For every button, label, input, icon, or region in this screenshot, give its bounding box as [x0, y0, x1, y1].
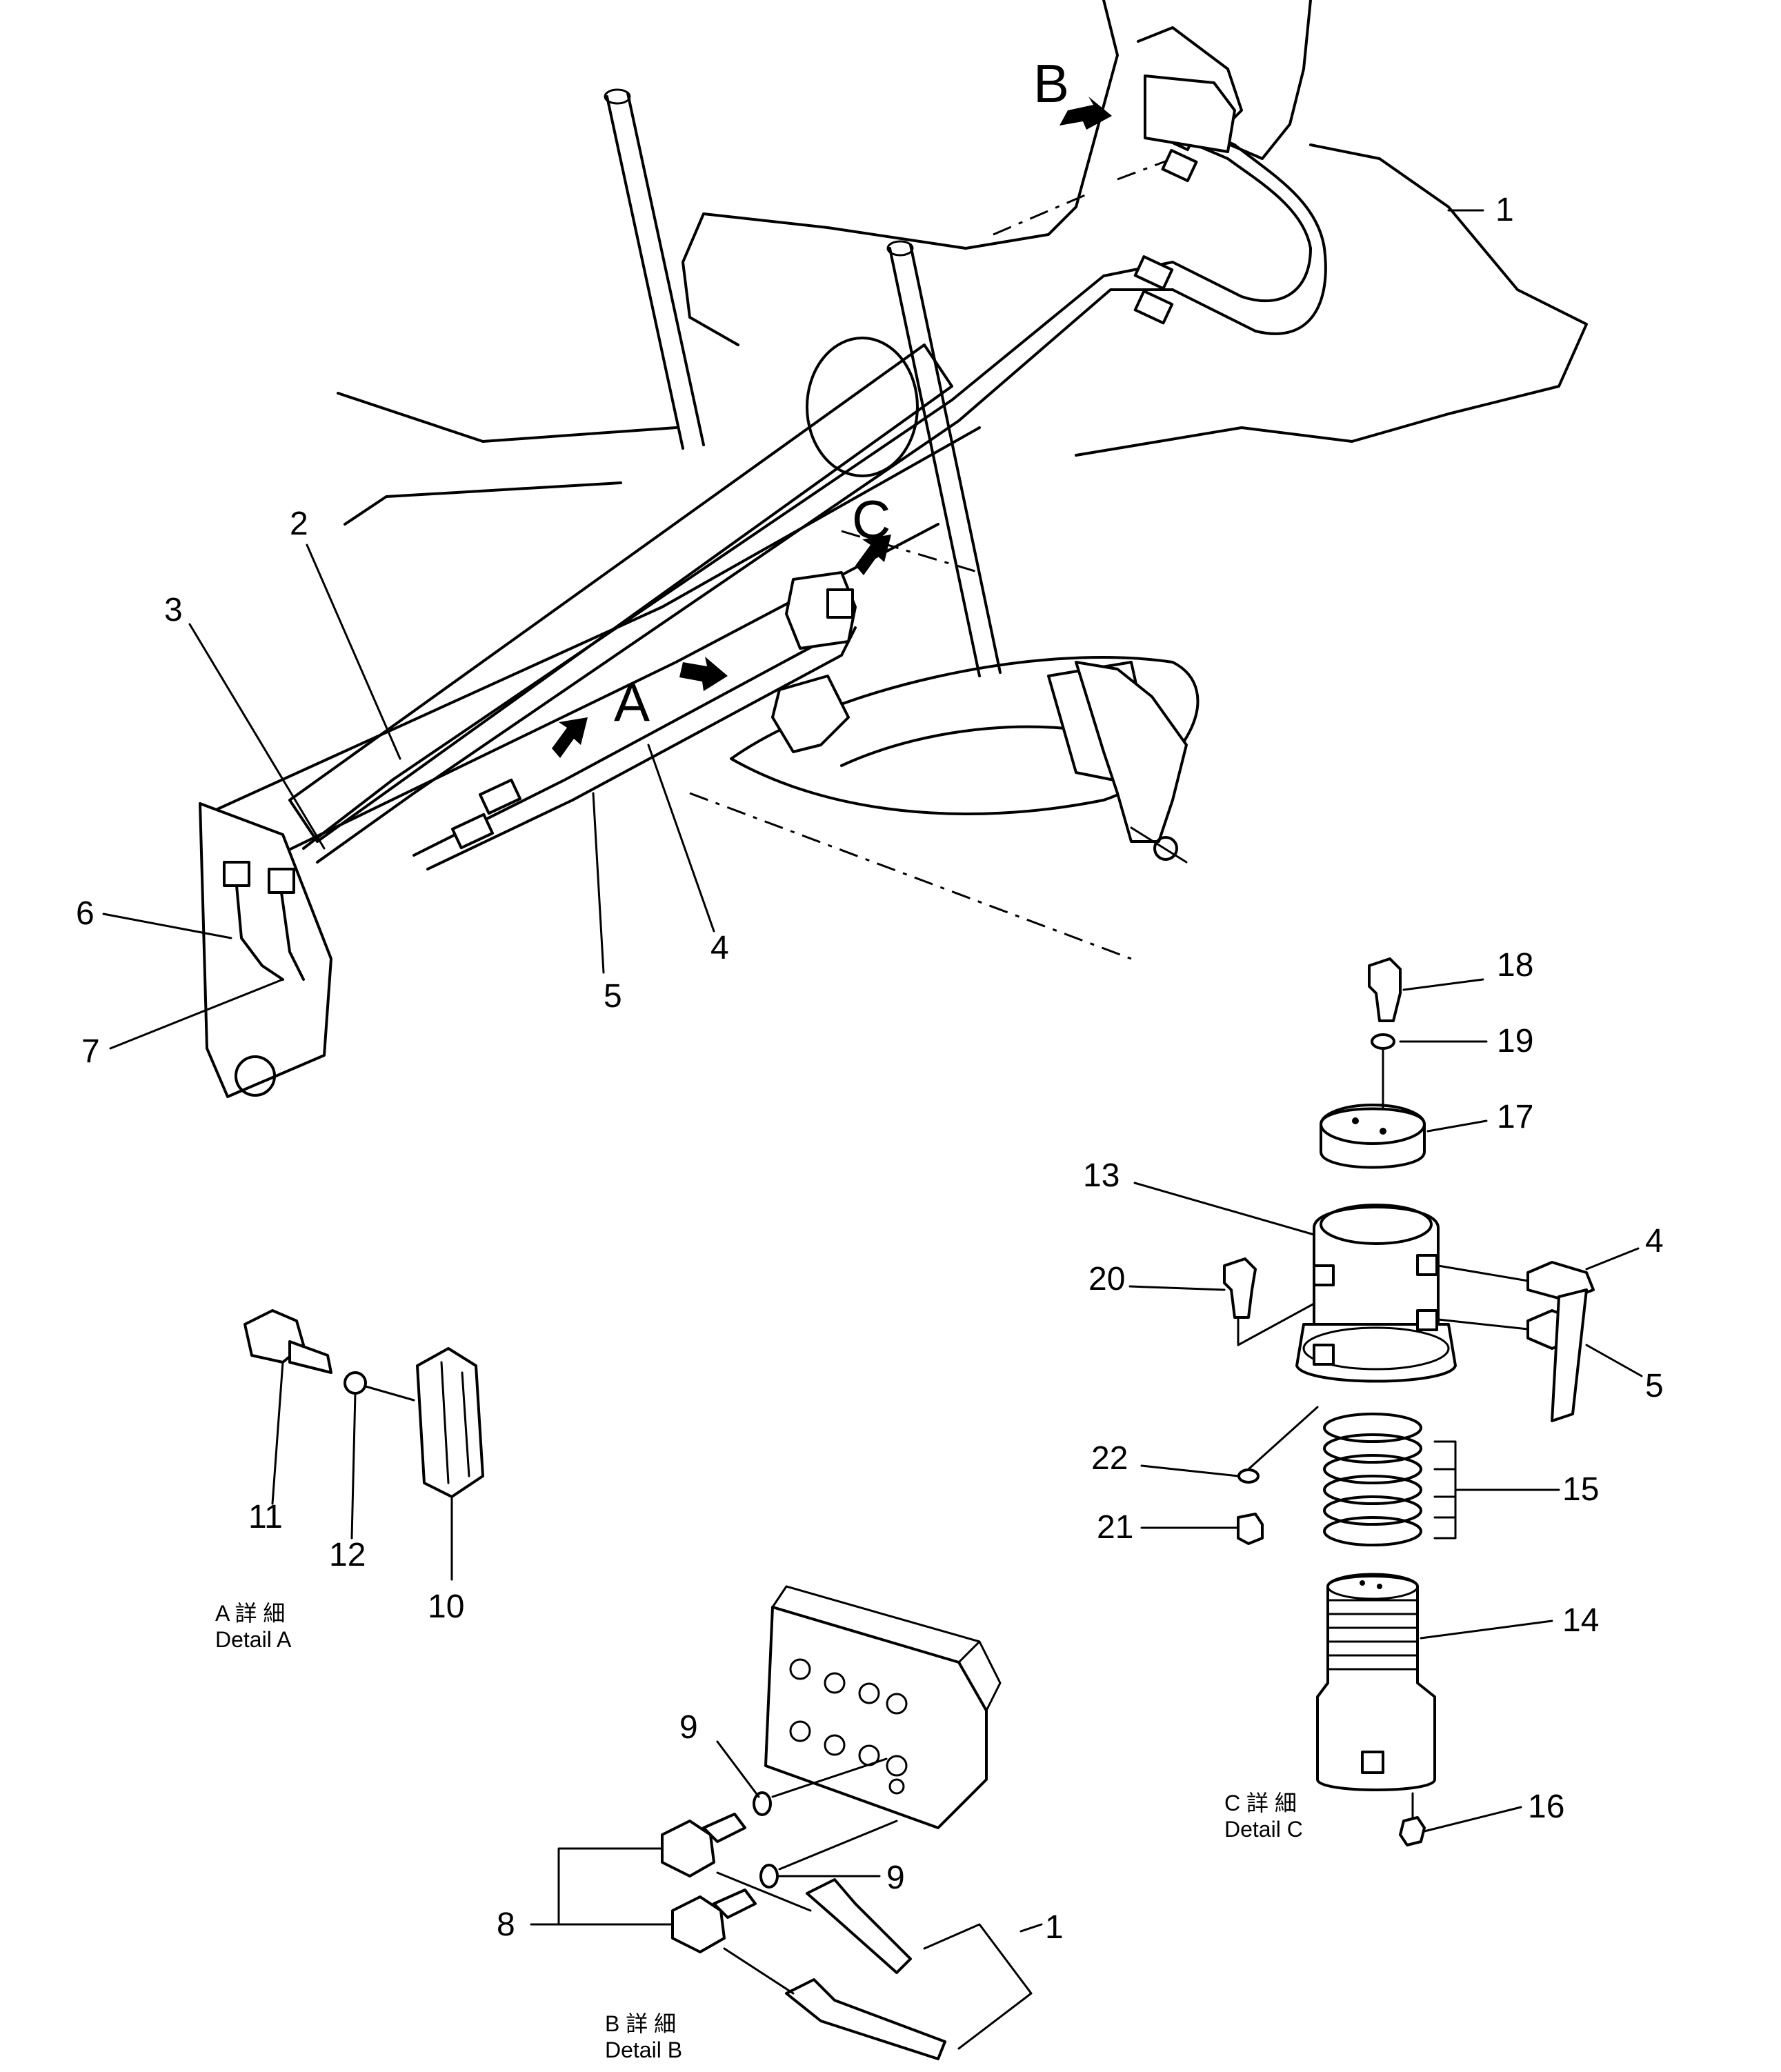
detail-a: 11 12 10 A 詳 細 Detail A — [215, 1309, 484, 1652]
o-ring-9b — [759, 1864, 779, 1889]
vehicle-body-outline — [681, 0, 1588, 457]
callout-4: 4 — [710, 930, 729, 966]
callout-7: 7 — [81, 1033, 100, 1070]
callout-20: 20 — [1088, 1261, 1125, 1297]
callout-13: 13 — [1083, 1157, 1120, 1194]
washer-19 — [1371, 1033, 1395, 1050]
callout-12: 12 — [329, 1537, 366, 1573]
cylinder-tube — [288, 343, 953, 843]
elbow-8a — [661, 1820, 715, 1877]
detail-b: 8 9 9 1 B 詳 細 Detail B — [497, 1585, 1064, 2062]
view-arrow-a: A — [552, 657, 728, 758]
callout-8: 8 — [497, 1906, 515, 1943]
view-arrow-b: B — [1033, 53, 1112, 130]
hose-end-1a — [806, 1878, 912, 1974]
washer-22 — [1237, 1468, 1260, 1484]
callout-17: 17 — [1497, 1099, 1533, 1135]
cylinder-end — [806, 337, 919, 477]
callout-15: 15 — [1562, 1471, 1599, 1508]
nut-21 — [1237, 1513, 1264, 1545]
detail-b-title-en: Detail B — [605, 2038, 682, 2062]
saddle-bracket — [771, 675, 850, 753]
callout-10: 10 — [428, 1588, 464, 1625]
springs-15 — [1323, 1413, 1422, 1546]
valve-block-b — [1144, 74, 1236, 153]
callout-9-top: 9 — [679, 1709, 698, 1746]
right-rod — [888, 243, 1002, 677]
elbow-8b — [671, 1895, 726, 1953]
callout-1: 1 — [1495, 192, 1514, 228]
callout-21: 21 — [1097, 1509, 1133, 1546]
callout-3: 3 — [164, 592, 183, 628]
hose-1-lower — [1171, 123, 1327, 335]
set-screw-16 — [1399, 1816, 1426, 1846]
hose-end-1b — [785, 1978, 946, 2060]
detail-a-title-jp: A 詳 細 — [215, 1601, 285, 1626]
bolt-18 — [1368, 957, 1402, 1022]
main-frame-beam — [206, 392, 981, 884]
hose-2 — [302, 261, 1174, 850]
hose-3 — [316, 288, 1174, 864]
bolt-20 — [1223, 1257, 1257, 1319]
detail-b-title-jp: B 詳 細 — [605, 2011, 676, 2036]
detail-c: 18 19 17 13 4 5 20 22 21 15 14 16 C 詳 細 … — [1083, 947, 1664, 1846]
callout-6: 6 — [76, 895, 94, 932]
detail-c-title-jp: C 詳 細 — [1224, 1791, 1297, 1815]
main-assembly: B C A 1 2 3 4 5 6 7 — [76, 0, 1588, 1098]
view-label-b: B — [1033, 53, 1069, 114]
end-plate — [199, 802, 332, 1098]
control-valve — [764, 1606, 988, 1829]
pivot-lever — [1075, 661, 1188, 843]
callout-18: 18 — [1497, 947, 1533, 984]
callout-4-detail-c: 4 — [1645, 1223, 1664, 1259]
view-label-c: C — [852, 489, 890, 550]
detail-a-title-en: Detail A — [215, 1627, 292, 1652]
view-label-a: A — [614, 672, 650, 733]
callout-9-bottom: 9 — [886, 1860, 905, 1896]
callout-1-detail-b: 1 — [1045, 1909, 1064, 1946]
o-ring-9a — [753, 1791, 772, 1816]
view-arrow-c: C — [852, 489, 891, 575]
washer-12 — [344, 1371, 367, 1395]
callout-5: 5 — [604, 978, 622, 1015]
fitting-4 — [1526, 1261, 1595, 1302]
callout-19: 19 — [1497, 1023, 1533, 1059]
callout-22: 22 — [1091, 1440, 1128, 1477]
clip-10 — [416, 1347, 484, 1498]
callout-5-detail-c: 5 — [1645, 1368, 1664, 1404]
callout-14: 14 — [1562, 1602, 1599, 1639]
hose-1-upper — [1171, 137, 1312, 303]
callout-2: 2 — [290, 506, 308, 542]
left-rod — [606, 92, 705, 450]
callout-11: 11 — [248, 1499, 283, 1535]
cap-17 — [1320, 1107, 1426, 1169]
spindle-14 — [1316, 1575, 1436, 1791]
detail-c-title-en: Detail C — [1224, 1817, 1303, 1842]
callout-16: 16 — [1528, 1789, 1564, 1825]
